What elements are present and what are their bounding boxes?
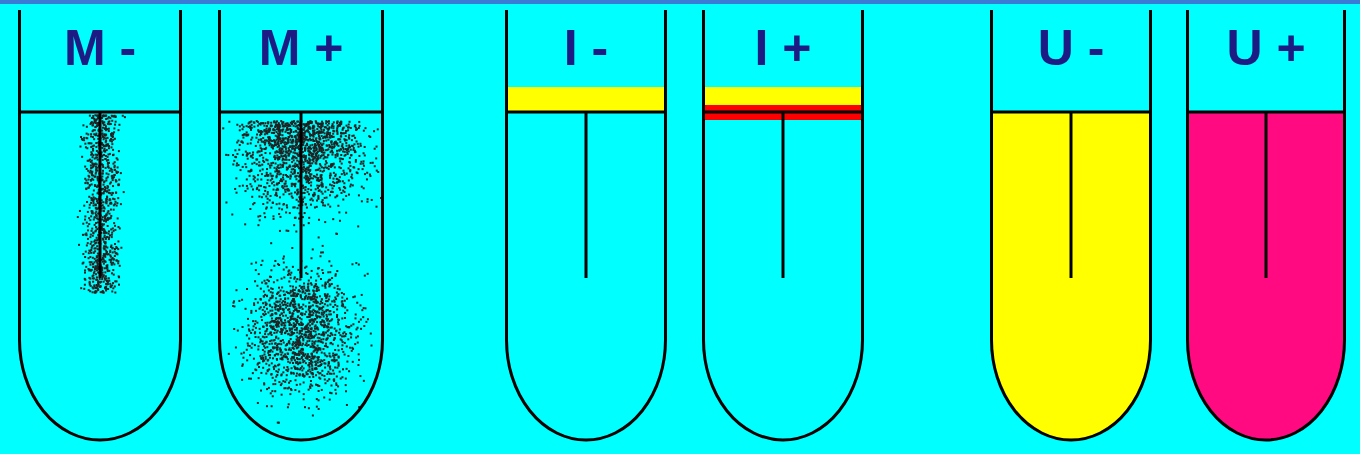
test-tube: M +	[218, 10, 384, 442]
reagent-layer	[704, 87, 863, 105]
stab-line	[782, 112, 785, 278]
test-tube: I -	[505, 10, 667, 442]
test-tube: U -	[990, 10, 1152, 442]
tube-label: I -	[505, 18, 667, 78]
test-tube: M -	[18, 10, 182, 442]
tube-label: I +	[702, 18, 864, 78]
stab-line	[1070, 112, 1073, 278]
top-bar	[0, 0, 1360, 4]
tube-label: M +	[218, 18, 384, 78]
tube-label: M -	[18, 18, 182, 78]
test-tube: U +	[1186, 10, 1346, 442]
medium-fill	[1188, 112, 1345, 440]
test-tube: I +	[702, 10, 864, 442]
stab-line	[585, 112, 588, 278]
stab-line	[1265, 112, 1268, 278]
reagent-layer	[507, 87, 666, 112]
tube-label: U -	[990, 18, 1152, 78]
growth-dots	[222, 120, 383, 424]
stab-line	[300, 112, 303, 278]
stab-line	[99, 112, 102, 278]
tube-label: U +	[1186, 18, 1346, 78]
medium-fill	[992, 112, 1151, 440]
